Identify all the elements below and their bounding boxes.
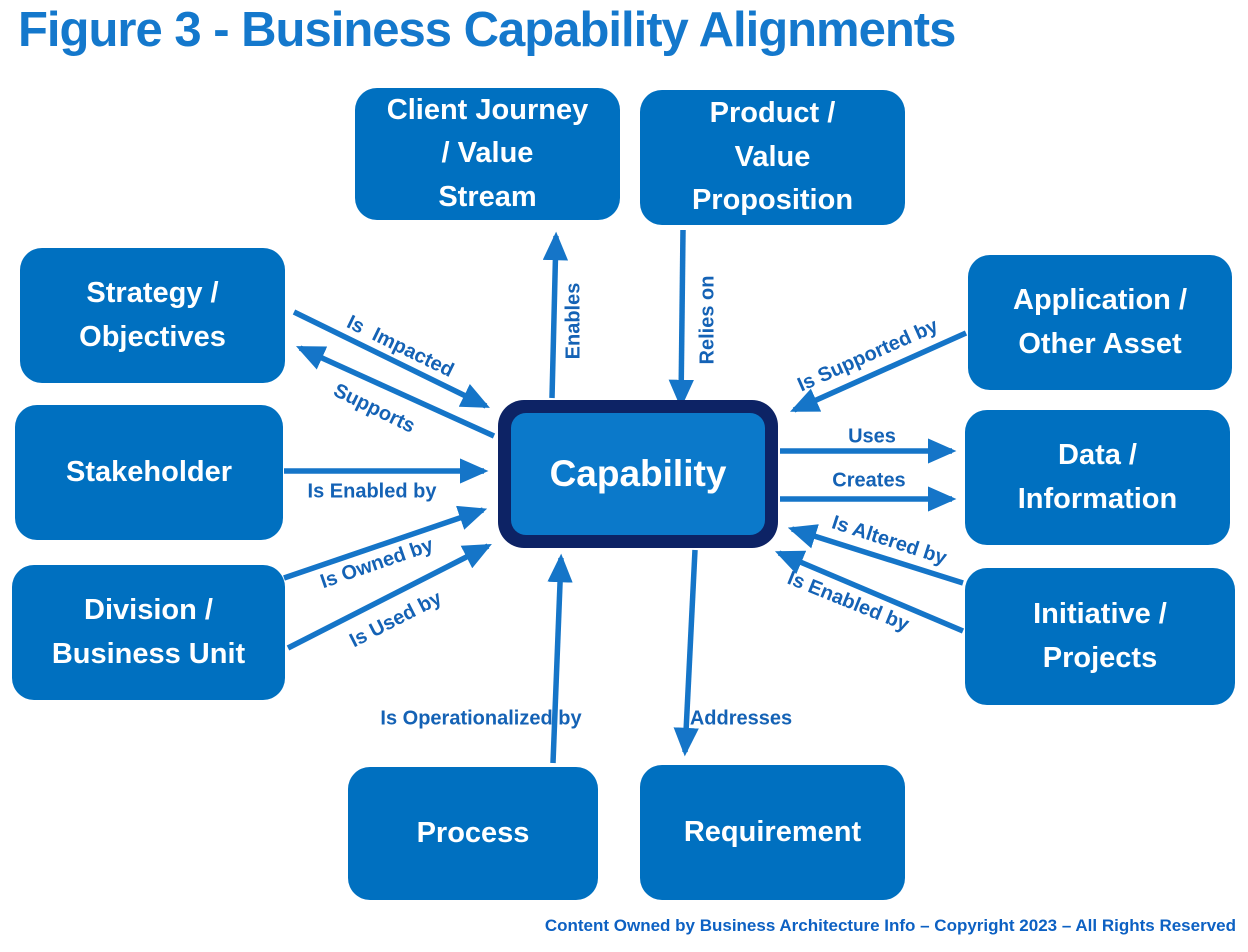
- label-line: Client Journey: [386, 93, 589, 126]
- capability-inner: Capability: [511, 413, 765, 535]
- label-line: Stream: [438, 180, 537, 213]
- arrow-is-operationalized-by: [547, 553, 573, 764]
- label-line: Initiative /: [1033, 598, 1167, 630]
- label-line: Objectives: [79, 320, 226, 353]
- label-line: Other Asset: [1018, 327, 1182, 360]
- node-label: Process: [348, 812, 598, 856]
- arrow-supports: [295, 345, 496, 439]
- edge-label-is-operationalized-by: Is Operationalized by: [380, 707, 582, 730]
- edge-label-creates: Creates: [832, 469, 906, 492]
- arrow-addresses: [673, 549, 699, 757]
- label-line: Business Unit: [51, 637, 246, 670]
- node-label: Initiative / Projects: [965, 593, 1235, 680]
- arrow-is-supported-by: [789, 330, 968, 413]
- label-line: Projects: [1042, 641, 1158, 674]
- label-line: Division /: [84, 594, 213, 626]
- node-client-journey: Client Journey / Value Stream: [355, 88, 620, 220]
- edge-label-uses: Uses: [848, 425, 896, 448]
- node-process: Process: [348, 767, 598, 900]
- arrow-relies-on: [668, 229, 694, 409]
- edge-label-is-enabled-by-left: Is Enabled by: [307, 480, 437, 503]
- node-stakeholder: Stakeholder: [15, 405, 283, 540]
- node-label: Data / Information: [965, 434, 1230, 521]
- edge-label-addresses: Addresses: [689, 707, 793, 730]
- node-initiative: Initiative / Projects: [965, 568, 1235, 705]
- label-line: Strategy /: [86, 277, 219, 309]
- arrow-is-altered-by: [787, 524, 964, 586]
- node-division: Division / Business Unit: [12, 565, 285, 700]
- edge-label-relies-on: Relies on: [696, 275, 719, 365]
- arrow-is-enabled-by-right: [774, 550, 965, 634]
- label-line: Requirement: [683, 815, 862, 848]
- label-line: Information: [1017, 482, 1178, 515]
- node-requirement: Requirement: [640, 765, 905, 900]
- label-line: Product /: [709, 97, 836, 130]
- node-application: Application / Other Asset: [968, 255, 1232, 390]
- arrow-is-owned-by: [283, 505, 488, 581]
- arrow-is-used-by: [286, 543, 492, 651]
- node-label: Client Journey / Value Stream: [355, 89, 620, 220]
- node-data: Data / Information: [965, 410, 1230, 545]
- node-label: Strategy / Objectives: [20, 272, 285, 359]
- label-line: Data /: [1058, 439, 1137, 471]
- node-label: Division / Business Unit: [12, 589, 285, 676]
- node-label: Product / Value Proposition: [640, 92, 905, 223]
- label-line: Stakeholder: [66, 455, 232, 488]
- label-line: Value: [734, 140, 811, 173]
- label-line: Proposition: [691, 184, 854, 217]
- arrow-is-impacted: [292, 309, 490, 409]
- node-label: Requirement: [640, 811, 905, 855]
- node-label: Stakeholder: [15, 451, 283, 495]
- arrow-enables: [542, 231, 569, 399]
- node-strategy: Strategy / Objectives: [20, 248, 285, 383]
- node-capability: Capability: [498, 400, 778, 548]
- edge-label-enables: Enables: [562, 282, 585, 360]
- node-product: Product / Value Proposition: [640, 90, 905, 225]
- capability-label: Capability: [549, 453, 727, 494]
- label-line: Application /: [1013, 284, 1187, 316]
- node-label: Application / Other Asset: [968, 279, 1232, 366]
- figure-title: Figure 3 - Business Capability Alignment…: [18, 3, 956, 57]
- copyright-notice: Content Owned by Business Architecture I…: [544, 916, 1236, 935]
- label-line: / Value: [441, 137, 534, 170]
- label-line: Process: [416, 816, 530, 849]
